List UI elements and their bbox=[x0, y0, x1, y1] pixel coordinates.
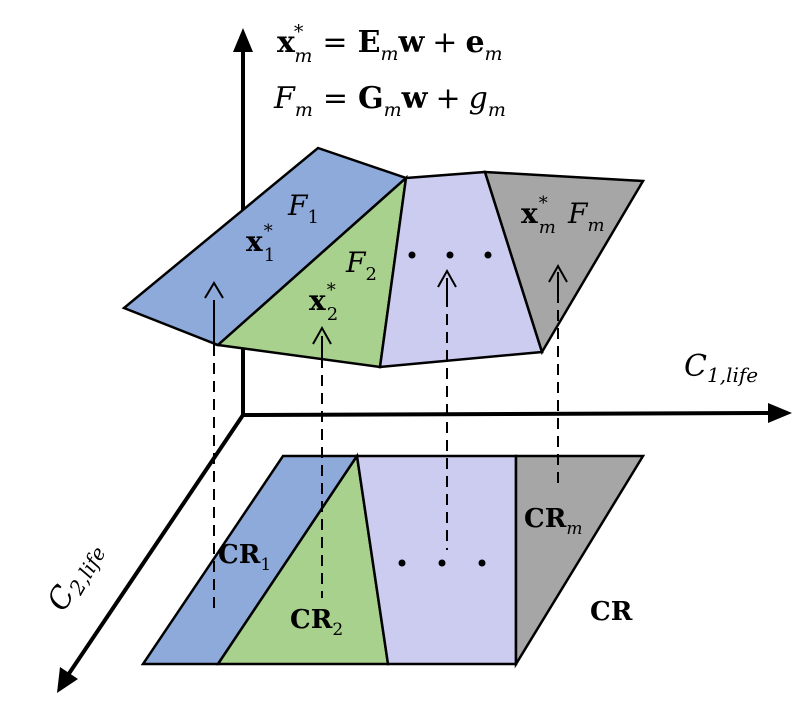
cr1-label: CR1 bbox=[218, 540, 271, 575]
x2-sup: * bbox=[327, 280, 336, 301]
arrow-icon-3 bbox=[437, 268, 457, 296]
eq1-t2: w bbox=[397, 25, 425, 60]
eq2-lhs-base: F bbox=[273, 81, 296, 116]
c1-axis-arrowhead bbox=[768, 403, 792, 423]
upper-surface bbox=[121, 146, 646, 369]
lower-dot-2 bbox=[438, 559, 446, 567]
projection-lines bbox=[213, 292, 559, 610]
crm-region bbox=[514, 454, 646, 669]
eq2-t3: g bbox=[469, 81, 488, 116]
eq1-t3: e bbox=[465, 25, 484, 60]
c1-axis-label: C1,life bbox=[684, 349, 758, 387]
c2-axis-arrowhead bbox=[57, 667, 78, 693]
eq2-plus: + bbox=[435, 81, 460, 116]
xm-label: x* m bbox=[521, 193, 556, 238]
xm-sup: * bbox=[539, 193, 548, 214]
c2-axis-label: C2,life bbox=[41, 535, 111, 618]
crm-base: CR bbox=[524, 504, 567, 534]
xm-base: x bbox=[521, 197, 538, 230]
vertical-axis-arrowhead bbox=[233, 28, 253, 52]
f2-label: F2 bbox=[345, 246, 377, 285]
upper-dot-2 bbox=[446, 251, 454, 259]
c1-label-base: C bbox=[684, 349, 707, 384]
c2-label-sub: 2,life bbox=[64, 542, 111, 599]
eq1-equals: = bbox=[322, 25, 347, 60]
c1-axis bbox=[242, 411, 771, 417]
x2-sub: 2 bbox=[327, 304, 338, 325]
x1-label: x* 1 bbox=[246, 221, 275, 266]
eq2-t1: G bbox=[358, 81, 384, 116]
eq1-lhs-sup: * bbox=[294, 21, 304, 43]
upper-dot-1 bbox=[408, 251, 416, 259]
eq1-t3-sub: m bbox=[485, 43, 503, 65]
ellipsis-dots bbox=[398, 251, 492, 567]
fm-base: F bbox=[567, 197, 589, 230]
x1-sub: 1 bbox=[264, 245, 275, 266]
lower-dot-1 bbox=[398, 559, 406, 567]
crm-label: CRm bbox=[524, 504, 582, 539]
upper-dot-3 bbox=[484, 251, 492, 259]
f2-sub: 2 bbox=[365, 264, 376, 285]
x1-sup: * bbox=[264, 221, 273, 242]
equation-line-1: x*m=Emw+em bbox=[277, 21, 503, 67]
cr1-base: CR bbox=[218, 540, 261, 570]
lower-partition bbox=[140, 452, 646, 669]
upper-region-labels: x*1 F1 x*2 F2 x*m Fm bbox=[246, 189, 605, 325]
x2-label: x* 2 bbox=[309, 280, 338, 325]
f1-label: F1 bbox=[287, 189, 319, 228]
cr1-sub: 1 bbox=[260, 555, 271, 575]
lower-region-labels: CR1 CR2 CRm CR bbox=[218, 504, 633, 640]
eq2-t3-sub: m bbox=[488, 99, 506, 121]
eq2-equals: = bbox=[323, 81, 348, 116]
fm-label: Fm bbox=[567, 197, 605, 236]
eq1-plus: + bbox=[432, 25, 457, 60]
eq1-lhs-sub: m bbox=[294, 45, 312, 67]
cr2-base: CR bbox=[290, 605, 333, 635]
x1-base: x bbox=[246, 225, 263, 258]
eq1-t1-sub: m bbox=[380, 43, 398, 65]
arrow-icon-1 bbox=[204, 281, 224, 345]
f1-sub: 1 bbox=[307, 207, 318, 228]
eq2-lhs-sub: m bbox=[295, 99, 313, 121]
f1-base: F bbox=[287, 189, 309, 222]
cr2-sub: 2 bbox=[332, 620, 343, 640]
arrow-icon-m bbox=[548, 263, 568, 292]
xm-sub: m bbox=[539, 217, 556, 238]
f2-base: F bbox=[345, 246, 367, 279]
cr-label: CR bbox=[590, 597, 633, 627]
eq2-t2: w bbox=[401, 81, 429, 116]
eq1-t1: E bbox=[358, 25, 381, 60]
crm-sub: m bbox=[566, 519, 582, 539]
upward-arrows bbox=[204, 263, 568, 357]
fm-region bbox=[483, 170, 646, 356]
c1-label-sub: 1,life bbox=[707, 363, 758, 387]
cr2-label: CR2 bbox=[290, 605, 343, 640]
x2-base: x bbox=[309, 284, 326, 317]
fm-sub: m bbox=[587, 215, 604, 236]
eq1-lhs-base: x bbox=[277, 25, 296, 60]
equation-line-2: Fm=Gmw+gm bbox=[273, 81, 506, 121]
lower-dot-3 bbox=[478, 559, 486, 567]
equations: x*m=Emw+em Fm=Gmw+gm bbox=[273, 21, 506, 121]
eq2-t1-sub: m bbox=[384, 99, 402, 121]
arrow-icon-2 bbox=[312, 325, 332, 357]
